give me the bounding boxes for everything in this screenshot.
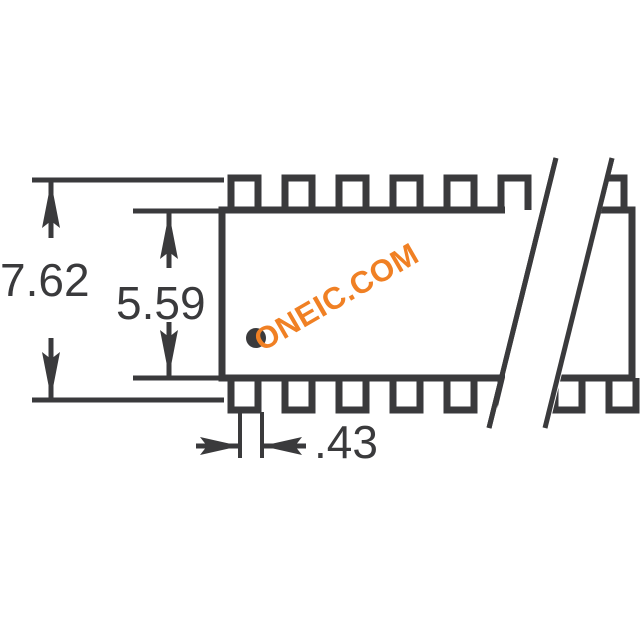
dimension-lead-width: .43: [196, 412, 378, 468]
watermark: ONEIC.COM: [248, 236, 425, 358]
bottom-lead: [389, 378, 424, 414]
arrowhead-up: [160, 213, 178, 259]
dimension-label-lead-width: .43: [314, 416, 378, 468]
top-lead: [443, 174, 478, 210]
bottom-leads-right: [551, 378, 640, 414]
break-line-1-edge: [486, 157, 559, 429]
watermark-text: ONEIC.COM: [248, 236, 425, 358]
arrowhead-down: [42, 352, 60, 398]
break-line-2-edge: [542, 157, 615, 429]
arrowhead-right: [200, 437, 240, 455]
arrowhead-up: [42, 182, 60, 228]
dimension-label-body-height: 5.59: [116, 277, 206, 329]
top-lead: [335, 174, 370, 210]
arrowhead-left: [262, 437, 302, 455]
bottom-lead: [443, 378, 478, 414]
top-leads-left: [227, 174, 532, 210]
top-lead: [281, 174, 316, 210]
top-lead: [389, 174, 424, 210]
bottom-lead: [605, 378, 640, 414]
top-lead: [497, 174, 532, 210]
break-gap-mask: [492, 155, 615, 431]
break-lines-overdraw: [486, 157, 615, 429]
dimension-body-height: 5.59: [116, 208, 222, 381]
arrowhead-down: [160, 330, 178, 376]
top-lead: [227, 174, 262, 210]
dimension-label-overall-height: 7.62: [0, 254, 90, 306]
bottom-lead: [335, 378, 370, 414]
bottom-lead: [281, 378, 316, 414]
dimension-overall-height: 7.62: [0, 177, 224, 403]
bottom-leads-left: [227, 378, 532, 414]
pin-1-dot: [246, 328, 266, 348]
bottom-lead: [227, 378, 262, 414]
